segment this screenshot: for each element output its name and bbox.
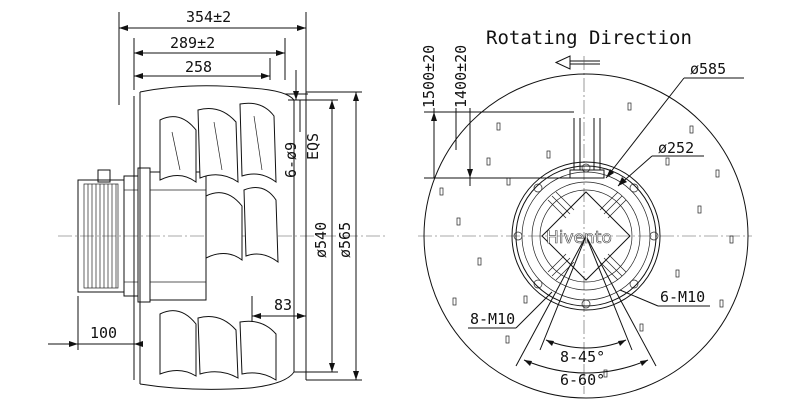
- dim-565: [353, 92, 359, 380]
- dim-impeller-diameter: ø585: [690, 60, 726, 78]
- watermark: Hivento: [546, 228, 612, 248]
- dim-lead-1500: 1500±20: [420, 45, 438, 108]
- dim-inlet-offset: 83: [274, 296, 292, 314]
- dim-100: [48, 296, 143, 350]
- dim-outer-diameter: ø565: [336, 222, 354, 258]
- dim-83: [251, 296, 306, 322]
- blade-marks: [439, 102, 734, 378]
- dim-354: [119, 25, 306, 31]
- dim-mount-holes-label: 6-ø9: [282, 142, 300, 178]
- angle-outer-label: 6-60°: [560, 371, 605, 389]
- bolts-right-label: 6-M10: [660, 288, 705, 306]
- side-view: 354±2 289±2 258: [48, 8, 385, 390]
- dim-overall-depth: 354±2: [186, 8, 231, 26]
- motor-rotor: [541, 191, 631, 281]
- dim-mount-holes-note: EQS: [304, 133, 322, 160]
- dim-6m10-leader: [619, 289, 710, 307]
- dim-258: [134, 73, 270, 79]
- hub-bolts: [513, 163, 659, 309]
- dim-motor-offset: 100: [90, 324, 117, 342]
- dim-mount-holes: [285, 70, 312, 132]
- dim-289: [134, 50, 285, 56]
- dim-585-leader: [605, 77, 744, 179]
- dim-hub-diameter: ø252: [658, 139, 694, 157]
- lead-wires: [569, 118, 605, 179]
- back-plate: [133, 85, 251, 390]
- dim-252-leader: [617, 155, 704, 187]
- dim-lead-lengths: [424, 108, 574, 186]
- dim-rotor-depth: 258: [185, 58, 212, 76]
- dim-mount-circle: ø540: [312, 222, 330, 258]
- rotation-arrow-icon: [554, 55, 600, 70]
- dim-540: [329, 100, 335, 372]
- blades-upper: [159, 102, 279, 264]
- dim-8m10-leader: [468, 291, 553, 329]
- front-view: Rotating Direction: [418, 27, 752, 399]
- dim-mid-depth: 289±2: [170, 34, 215, 52]
- dim-lead-1400: 1400±20: [452, 45, 470, 108]
- bolts-left-label: 8-M10: [470, 310, 515, 328]
- rotating-direction-title: Rotating Direction: [486, 27, 692, 49]
- impeller-outline: [423, 73, 749, 399]
- blades-lower: [159, 310, 277, 381]
- angle-inner-label: 8-45°: [560, 348, 605, 366]
- angle-arcs: [515, 235, 657, 374]
- motor-housing: [77, 167, 151, 303]
